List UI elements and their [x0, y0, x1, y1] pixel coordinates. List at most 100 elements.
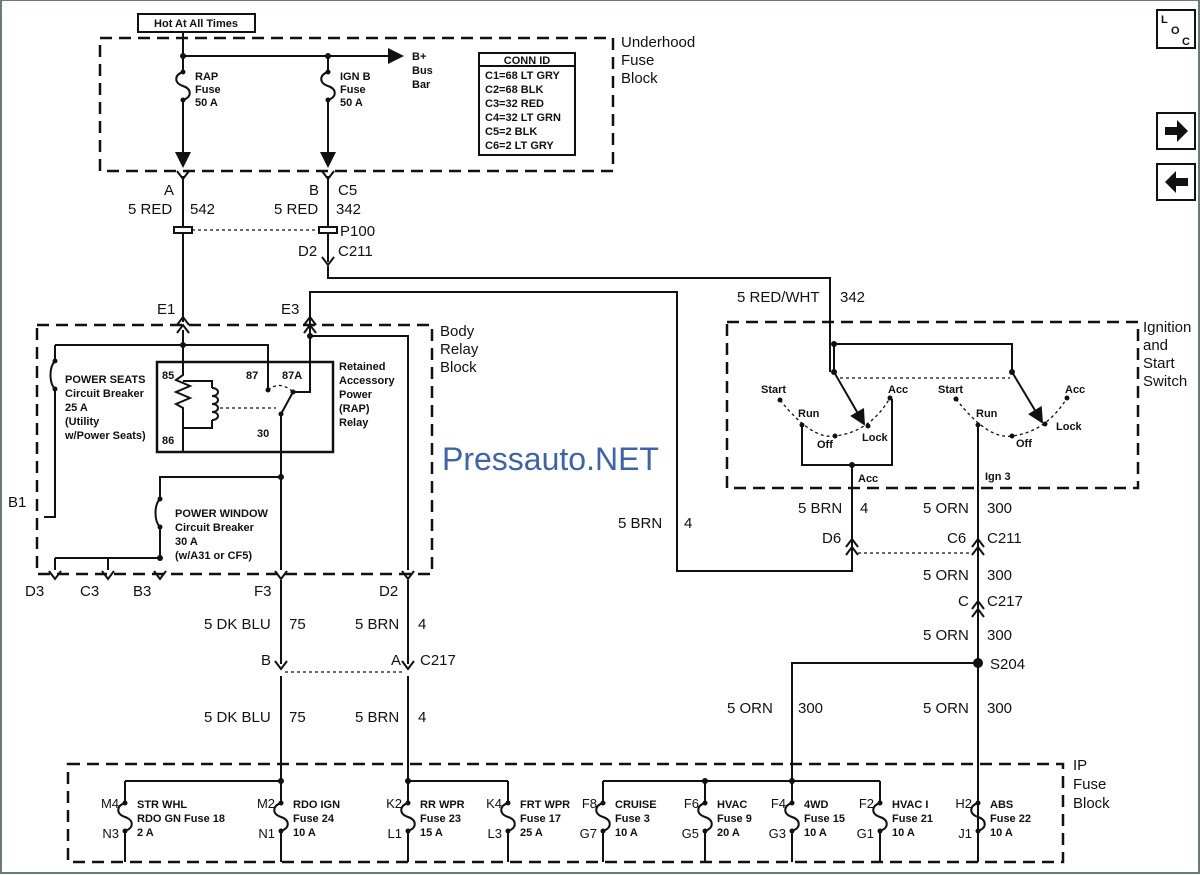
fuse-icon [500, 799, 516, 835]
fuse-label: 50 A [195, 97, 218, 109]
forward-button[interactable] [1156, 112, 1196, 150]
fuse-rating: 10 A [892, 827, 915, 839]
conn-id-row: C1=68 LT GRY [485, 70, 561, 82]
fuse-name: HVAC I [892, 799, 928, 811]
fuse-icon [784, 799, 800, 835]
fuse-name: HVAC [717, 799, 747, 811]
fuse-icon [595, 799, 611, 835]
block-title: Fuse [1073, 776, 1106, 793]
fuse-label: IGN B [340, 71, 371, 83]
wire-color-label: 5 ORN [923, 567, 969, 584]
connector-label: C211 [987, 530, 1022, 547]
pin-label: C3 [80, 583, 99, 600]
fuse-rating: 10 A [293, 827, 316, 839]
relay-pin-label: 87A [282, 370, 302, 382]
circuit-number: 4 [684, 515, 692, 532]
pin-label: B [309, 182, 319, 199]
wire-color-label: 5 ORN [727, 700, 773, 717]
ign3-output-label: Ign 3 [985, 471, 1011, 483]
back-button[interactable] [1156, 163, 1196, 201]
fuse-pin-label: M2 [257, 796, 275, 811]
fuse-number: Fuse 24 [293, 813, 335, 825]
fuse-label: RAP [195, 71, 218, 83]
circuit-number: 342 [336, 201, 361, 218]
fuse-pin-label: K2 [386, 796, 402, 811]
circuit-number: 300 [987, 700, 1012, 717]
fuse-rating: 10 A [990, 827, 1013, 839]
wire-color-label: 5 ORN [923, 627, 969, 644]
breaker-label: 30 A [175, 536, 198, 548]
fuse-pin-label: F4 [771, 796, 786, 811]
fuse-pin-label: L3 [488, 826, 502, 841]
pin-label: B [261, 652, 271, 669]
circuit-number: 4 [860, 500, 868, 517]
circuit-number: 4 [418, 709, 426, 726]
fuse-icon [117, 799, 133, 835]
fuse-name: STR WHL [137, 799, 187, 811]
pin-label: D2 [379, 583, 398, 600]
breaker-label: POWER WINDOW [175, 508, 268, 520]
circuit-number: 342 [840, 289, 865, 306]
circuit-number: 300 [987, 500, 1012, 517]
fuse-label: Fuse [195, 84, 221, 96]
fuse-name: RR WPR [420, 799, 465, 811]
block-title: Block [440, 359, 477, 376]
block-title: Body [440, 323, 475, 340]
fuse-rating: 10 A [804, 827, 827, 839]
wire-color-label: 5 RED/WHT [737, 289, 820, 306]
fuse-icon [273, 799, 289, 835]
rap-relay: 85 86 87 87A 30 [155, 360, 335, 454]
breaker-label: w/Power Seats) [64, 430, 146, 442]
fuse-pin-label: L1 [388, 826, 402, 841]
block-title: Start [1143, 355, 1176, 372]
underhood-fuse-block: Hot At All Times Underhood Fuse Block B+… [98, 13, 695, 173]
fuse-number: RDO GN Fuse 18 [137, 813, 225, 825]
switch-position-label: Off [817, 439, 833, 451]
circuit-number: 542 [190, 201, 215, 218]
fuse-pin-label: G7 [580, 826, 597, 841]
block-title: Switch [1143, 373, 1187, 390]
fuse-pin-label: F2 [859, 796, 874, 811]
fuse-icon [970, 799, 986, 835]
connector-label: C5 [338, 182, 357, 199]
loc-button[interactable]: L O C [1156, 9, 1196, 49]
fuse-pin-label: F6 [684, 796, 699, 811]
fuse-number: Fuse 23 [420, 813, 461, 825]
wire-color-label: 5 BRN [355, 616, 399, 633]
fuse-icon [872, 799, 888, 835]
loc-letter: L [1161, 14, 1168, 26]
relay-label: (RAP) [339, 403, 370, 415]
fuse-rating: 20 A [717, 827, 740, 839]
wire-color-label: 5 DK BLU [204, 616, 271, 633]
ignition-start-switch: Ignition and Start Switch Start Run Off … [725, 319, 1191, 652]
switch-position-label: Run [976, 408, 998, 420]
pin-label: B1 [8, 494, 26, 511]
fuse-name: 4WD [804, 799, 829, 811]
switch-position-label: Start [938, 384, 963, 396]
ignb-fuse-icon [320, 68, 336, 104]
fuse-pin-label: J1 [958, 826, 972, 841]
connector-label: P100 [340, 223, 375, 240]
fuse-icon [697, 799, 713, 835]
block-title: Ignition [1143, 319, 1191, 336]
circuit-number: 300 [798, 700, 823, 717]
switch-position-label: Run [798, 408, 820, 420]
conn-id-header: CONN ID [504, 55, 551, 67]
circuit-number: 4 [418, 616, 426, 633]
switch-position-label: Start [761, 384, 786, 396]
fuse-number: Fuse 22 [990, 813, 1031, 825]
hot-at-all-times-label: Hot At All Times [154, 18, 238, 30]
conn-id-table: CONN ID C1=68 LT GRY C2=68 BLK C3=32 RED… [478, 52, 576, 156]
fuse-pin-label: G5 [682, 826, 699, 841]
circuit-number: 75 [289, 709, 306, 726]
pin-label: E1 [157, 301, 175, 318]
conn-id-row: C3=32 RED [485, 98, 544, 110]
fuse-pin-label: G1 [857, 826, 874, 841]
